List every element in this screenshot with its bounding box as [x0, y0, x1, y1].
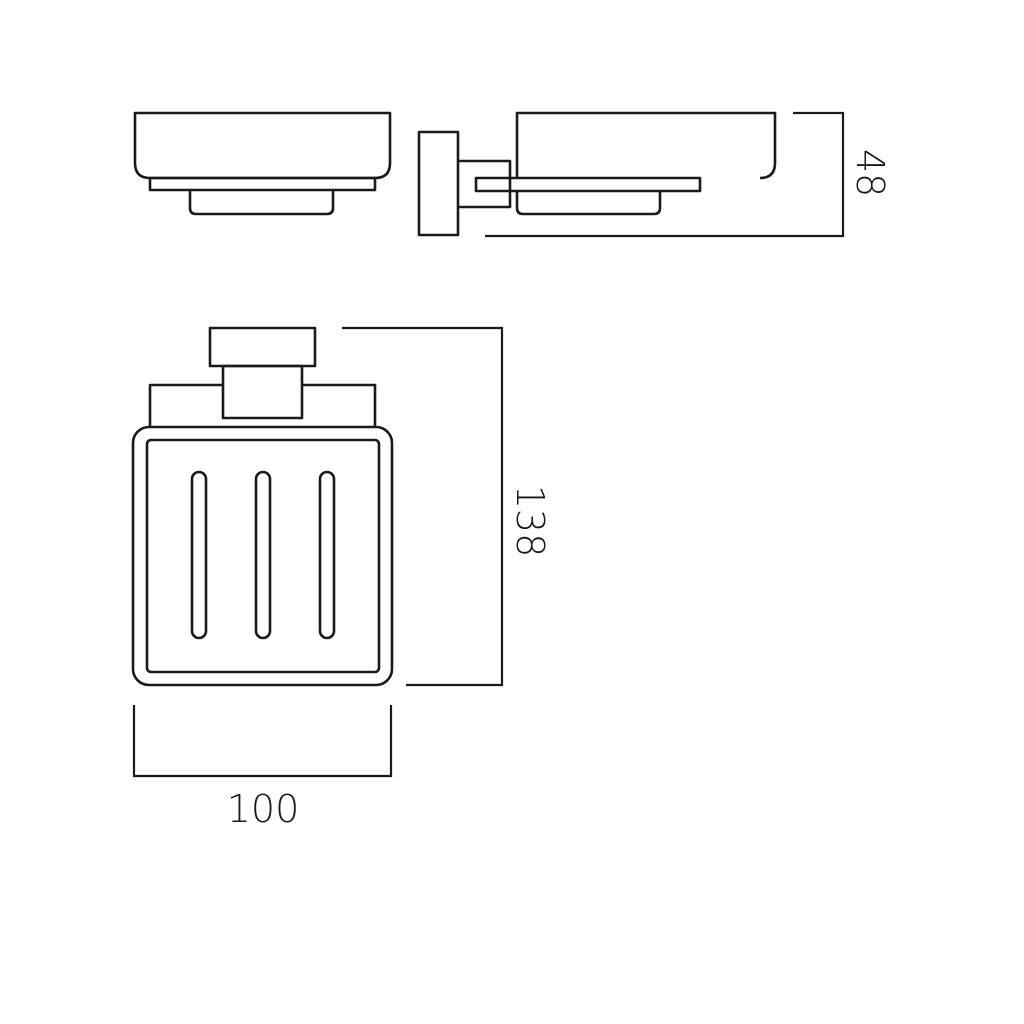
dimension-138-label: 138	[508, 485, 552, 558]
dimension-138-line	[342, 326, 504, 687]
plan-cap	[208, 326, 317, 368]
side-tray	[515, 191, 662, 216]
plan-inner-frame	[145, 438, 381, 674]
plan-bar	[148, 383, 377, 427]
plan-outer-frame	[131, 425, 394, 687]
dimension-100-label: 100	[227, 787, 300, 831]
drain-slot-2	[254, 470, 272, 640]
plan-view: 138 100	[131, 326, 552, 831]
dimension-100-line	[132, 705, 393, 778]
side-wall-flange	[417, 130, 460, 237]
plan-stem	[221, 364, 304, 420]
front-tray	[188, 190, 335, 216]
dimension-48-line	[485, 111, 845, 238]
side-elevation-view: 48	[417, 111, 892, 238]
dimension-48-label: 48	[848, 149, 892, 197]
drain-slot-1	[190, 470, 208, 640]
front-elevation-view	[133, 111, 392, 216]
side-arm	[458, 159, 512, 209]
side-plate	[474, 176, 702, 193]
side-bowl	[515, 111, 777, 180]
drain-slot-3	[318, 470, 336, 640]
front-bowl	[133, 111, 392, 180]
front-plate	[148, 176, 377, 192]
